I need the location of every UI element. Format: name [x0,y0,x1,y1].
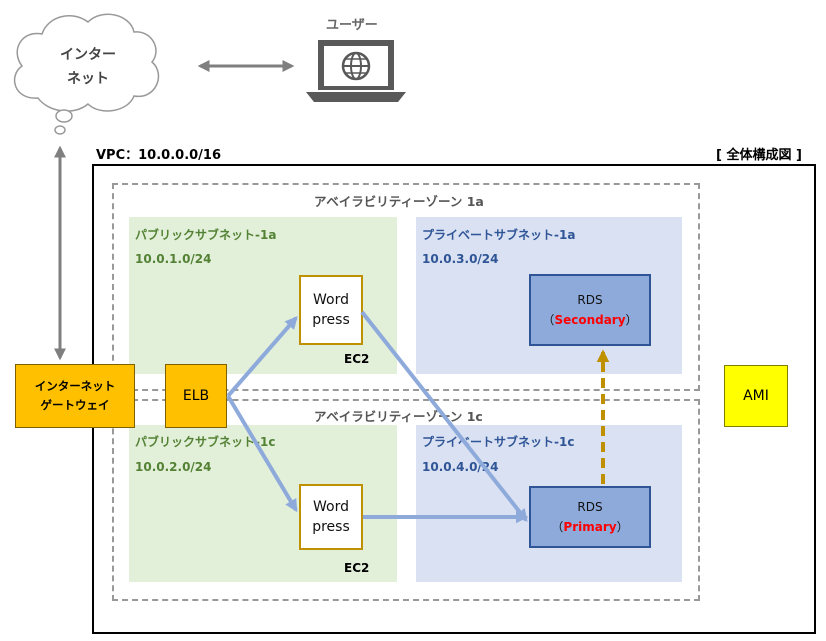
public-subnet-1c-name: パブリックサブネット-1c [135,435,276,449]
public-subnet-1a-cidr: 10.0.1.0/24 [135,252,212,266]
private-subnet-1a-name: プライベートサブネット-1a [422,228,576,242]
wordpress-ec2-1c: Word press [299,484,363,550]
igw-line2: ゲートウェイ [40,398,110,412]
elb: ELB [165,364,227,428]
diagram-title: [ 全体構成図 ] [716,148,802,163]
rds-secondary-role: Secondary [554,313,626,327]
wordpress-1a-line1: Word [313,292,349,308]
internet-label-line1: インター [60,47,116,63]
igw-line1: インターネット [34,379,116,393]
rds-secondary-name: RDS [577,293,603,307]
private-subnet-1c-cidr: 10.0.4.0/24 [422,460,499,474]
rds-secondary-open-paren: （ [542,313,555,327]
rds-primary-role: Primary [563,520,617,534]
laptop-globe-icon [306,40,406,102]
wordpress-1a-line2: press [312,312,350,328]
ec2-1c-label: EC2 [344,561,370,575]
internet-gateway: インターネット ゲートウェイ [15,364,135,428]
rds-primary: RDS （Primary） [529,486,651,548]
vpc-label: VPC：10.0.0.0/16 [96,148,222,163]
private-subnet-1c-name: プライベートサブネット-1c [422,435,575,449]
public-subnet-1a-name: パブリックサブネット-1a [135,228,277,242]
wordpress-ec2-1a: Word press [299,275,363,345]
rds-primary-open-paren: （ [551,520,564,534]
ami: AMI [724,365,788,427]
rds-secondary-close-paren: ） [625,313,638,327]
internet-label-line2: ネット [67,71,109,87]
rds-primary-name: RDS [577,500,603,514]
elb-label: ELB [182,388,210,404]
private-subnet-1a-cidr: 10.0.3.0/24 [422,252,499,266]
public-subnet-1c-cidr: 10.0.2.0/24 [135,460,212,474]
rds-secondary: RDS （Secondary） [529,274,651,346]
cloud-icon [13,13,160,135]
rds-primary-close-paren: ） [616,520,629,534]
az-1c-label: アベイラビリティーゾーン 1c [314,409,483,424]
az-1a-label: アベイラビリティーゾーン 1a [314,194,484,209]
wordpress-1c-line2: press [312,519,350,535]
wordpress-1c-line1: Word [313,499,349,515]
ec2-1a-label: EC2 [344,352,370,366]
user-label: ユーザー [326,18,378,33]
ami-label: AMI [743,388,769,404]
